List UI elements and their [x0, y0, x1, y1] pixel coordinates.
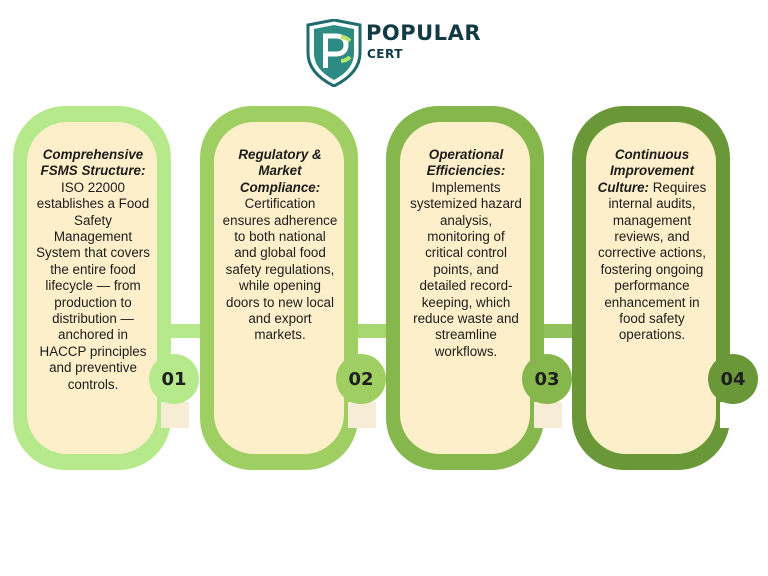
step-card-4: Continuous Improvement Culture: Requires… [572, 106, 758, 470]
badge-shadow [161, 402, 189, 428]
popular-cert-logo: POPULAR CERT [306, 19, 481, 87]
step-text: Certification ensures adherence to both … [222, 196, 338, 343]
step-title: Comprehensive FSMS Structure: [40, 147, 146, 179]
step-number-badge: 03 [522, 354, 572, 404]
step-card-1: Comprehensive FSMS Structure: ISO 22000 … [13, 106, 199, 470]
logo-name: POPULAR [366, 21, 481, 45]
logo-subtitle: CERT [367, 47, 403, 61]
step-card-panel [214, 122, 344, 454]
step-title: Continuous Improvement Culture: [597, 147, 695, 195]
step-text: ISO 22000 establishes a Food Safety Mana… [36, 179, 150, 392]
step-number-badge: 04 [708, 354, 758, 404]
step-text: Implements systemized hazard analysis, m… [410, 179, 522, 359]
badge-shadow [348, 402, 376, 428]
shield-logo-icon [306, 19, 362, 87]
badge-shadow [534, 402, 562, 428]
step-title: Regulatory & Market Compliance: [238, 147, 322, 195]
step-card-2: Regulatory & Market Compliance: Certific… [200, 106, 386, 470]
step-number-badge: 02 [336, 354, 386, 404]
step-body: Continuous Improvement Culture: Requires… [594, 147, 710, 344]
step-body: Comprehensive FSMS Structure: ISO 22000 … [35, 147, 151, 393]
step-card-panel [400, 122, 530, 454]
step-body: Operational Efficiencies: Implements sys… [408, 147, 524, 360]
step-title: Operational Efficiencies: [426, 147, 506, 179]
step-card-panel [586, 122, 716, 454]
step-number-badge: 01 [149, 354, 199, 404]
step-card-panel [27, 122, 157, 454]
step-body: Regulatory & Market Compliance: Certific… [222, 147, 338, 344]
step-text: Requires internal audits, management rev… [598, 179, 707, 343]
step-card-3: Operational Efficiencies: Implements sys… [386, 106, 572, 470]
badge-shadow [720, 402, 748, 428]
